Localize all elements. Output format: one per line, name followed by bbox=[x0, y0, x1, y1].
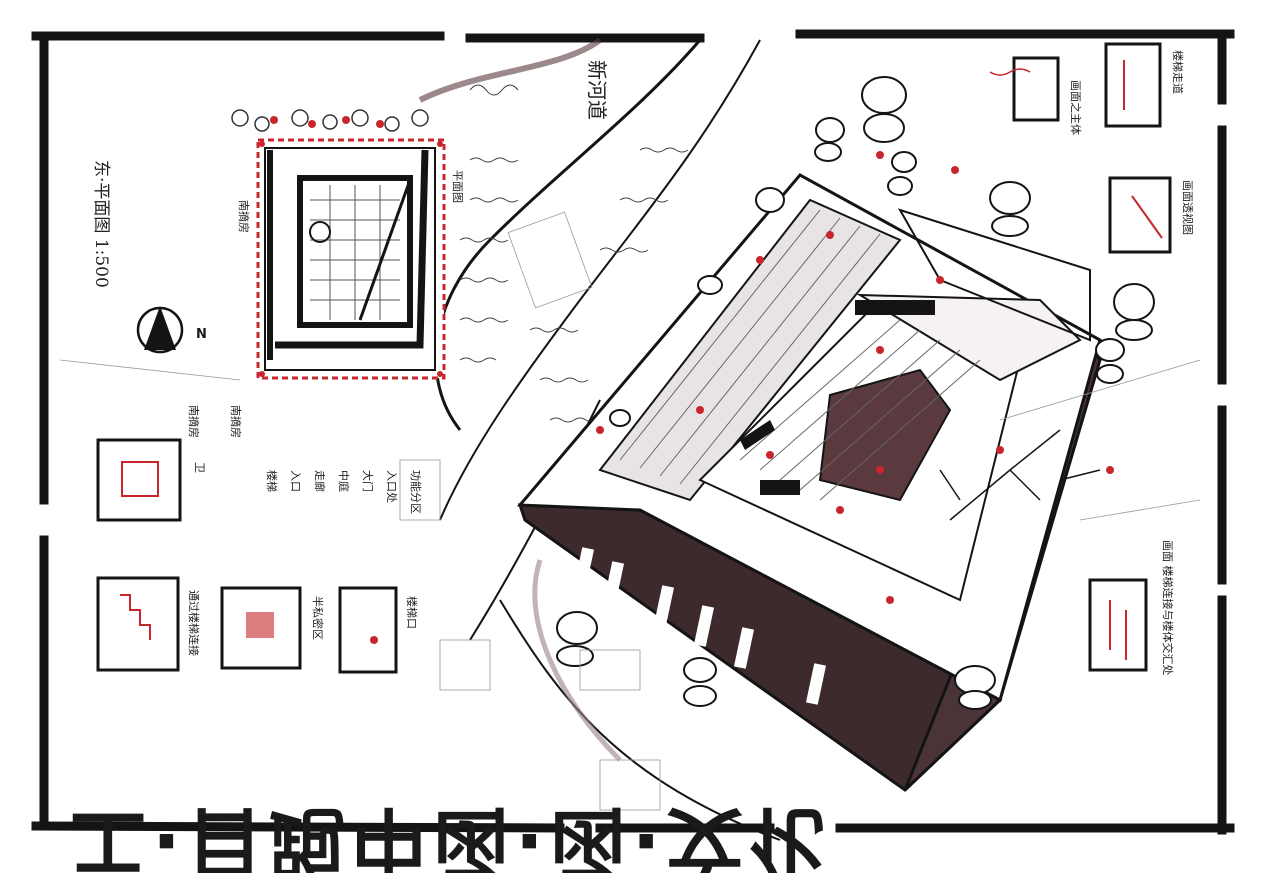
diagram-left-1: 卫 bbox=[96, 438, 206, 522]
note-7: 功能分区 bbox=[409, 470, 423, 514]
diagram-left-4: 楼梯口 bbox=[338, 586, 419, 674]
diagram-right-3: 画面透视图 bbox=[1108, 176, 1195, 254]
annotation-4: 南摘房 bbox=[187, 405, 201, 438]
sheet-border bbox=[31, 29, 1235, 835]
note-5: 大门 bbox=[361, 470, 375, 492]
annotation-1: 南摘房 bbox=[237, 200, 251, 233]
right-diagram-1-label: 画面之主体 bbox=[1069, 80, 1083, 135]
right-diagram-2-label: 楼梯走道 bbox=[1171, 50, 1185, 94]
diagram-left-2: 通过楼梯连接 bbox=[96, 576, 201, 672]
diagram-4-label: 楼梯口 bbox=[405, 596, 419, 629]
trees bbox=[556, 76, 1155, 710]
site-plan bbox=[231, 109, 446, 380]
right-diagram-3-label: 画面透视图 bbox=[1181, 180, 1195, 235]
north-arrow-icon: N bbox=[136, 306, 207, 354]
facade-windows bbox=[573, 547, 827, 705]
right-diagram-4-label: 画面 楼梯连接与楼体交汇处 bbox=[1161, 540, 1175, 676]
note-2: 入口 bbox=[289, 470, 302, 492]
north-label: N bbox=[196, 327, 207, 342]
note-4: 中庭 bbox=[337, 470, 351, 492]
sheet-title: 工·目跑中函·函·文化 bbox=[70, 797, 831, 873]
diagram-3-label: 半私密区 bbox=[311, 596, 325, 640]
plan-annotations: 南摘房 平面图 南摘房 南摘房 bbox=[187, 170, 464, 438]
note-1: 楼梯 bbox=[265, 470, 279, 492]
axonometric-building bbox=[516, 151, 1114, 792]
note-3: 走廊 bbox=[313, 470, 327, 492]
note-6: 入口处 bbox=[385, 470, 398, 503]
annotation-3: 南摘房 bbox=[229, 405, 243, 438]
diagram-right-4: 画面 楼梯连接与楼体交汇处 bbox=[1088, 540, 1175, 676]
design-notes: 楼梯 入口 走廊 中庭 大门 入口处 功能分区 bbox=[265, 470, 423, 514]
pencil-sketches bbox=[59, 211, 1201, 811]
diagram-2-label: 通过楼梯连接 bbox=[187, 590, 201, 656]
diagram-left-3: 半私密区 bbox=[220, 586, 325, 670]
diagram-right-1: 画面之主体 bbox=[989, 56, 1083, 135]
branches bbox=[939, 429, 1101, 521]
diagram-right-2: 楼梯走道 bbox=[1104, 42, 1185, 128]
annotation-2: 平面图 bbox=[451, 170, 464, 203]
diagram-1-label: 卫 bbox=[193, 462, 206, 473]
river-label: 新河道 bbox=[585, 60, 609, 120]
site-plan-title: 东·平面图 1:500 bbox=[91, 160, 111, 288]
sheet-title-text: 工·目跑中函·函·文化 bbox=[70, 797, 831, 873]
